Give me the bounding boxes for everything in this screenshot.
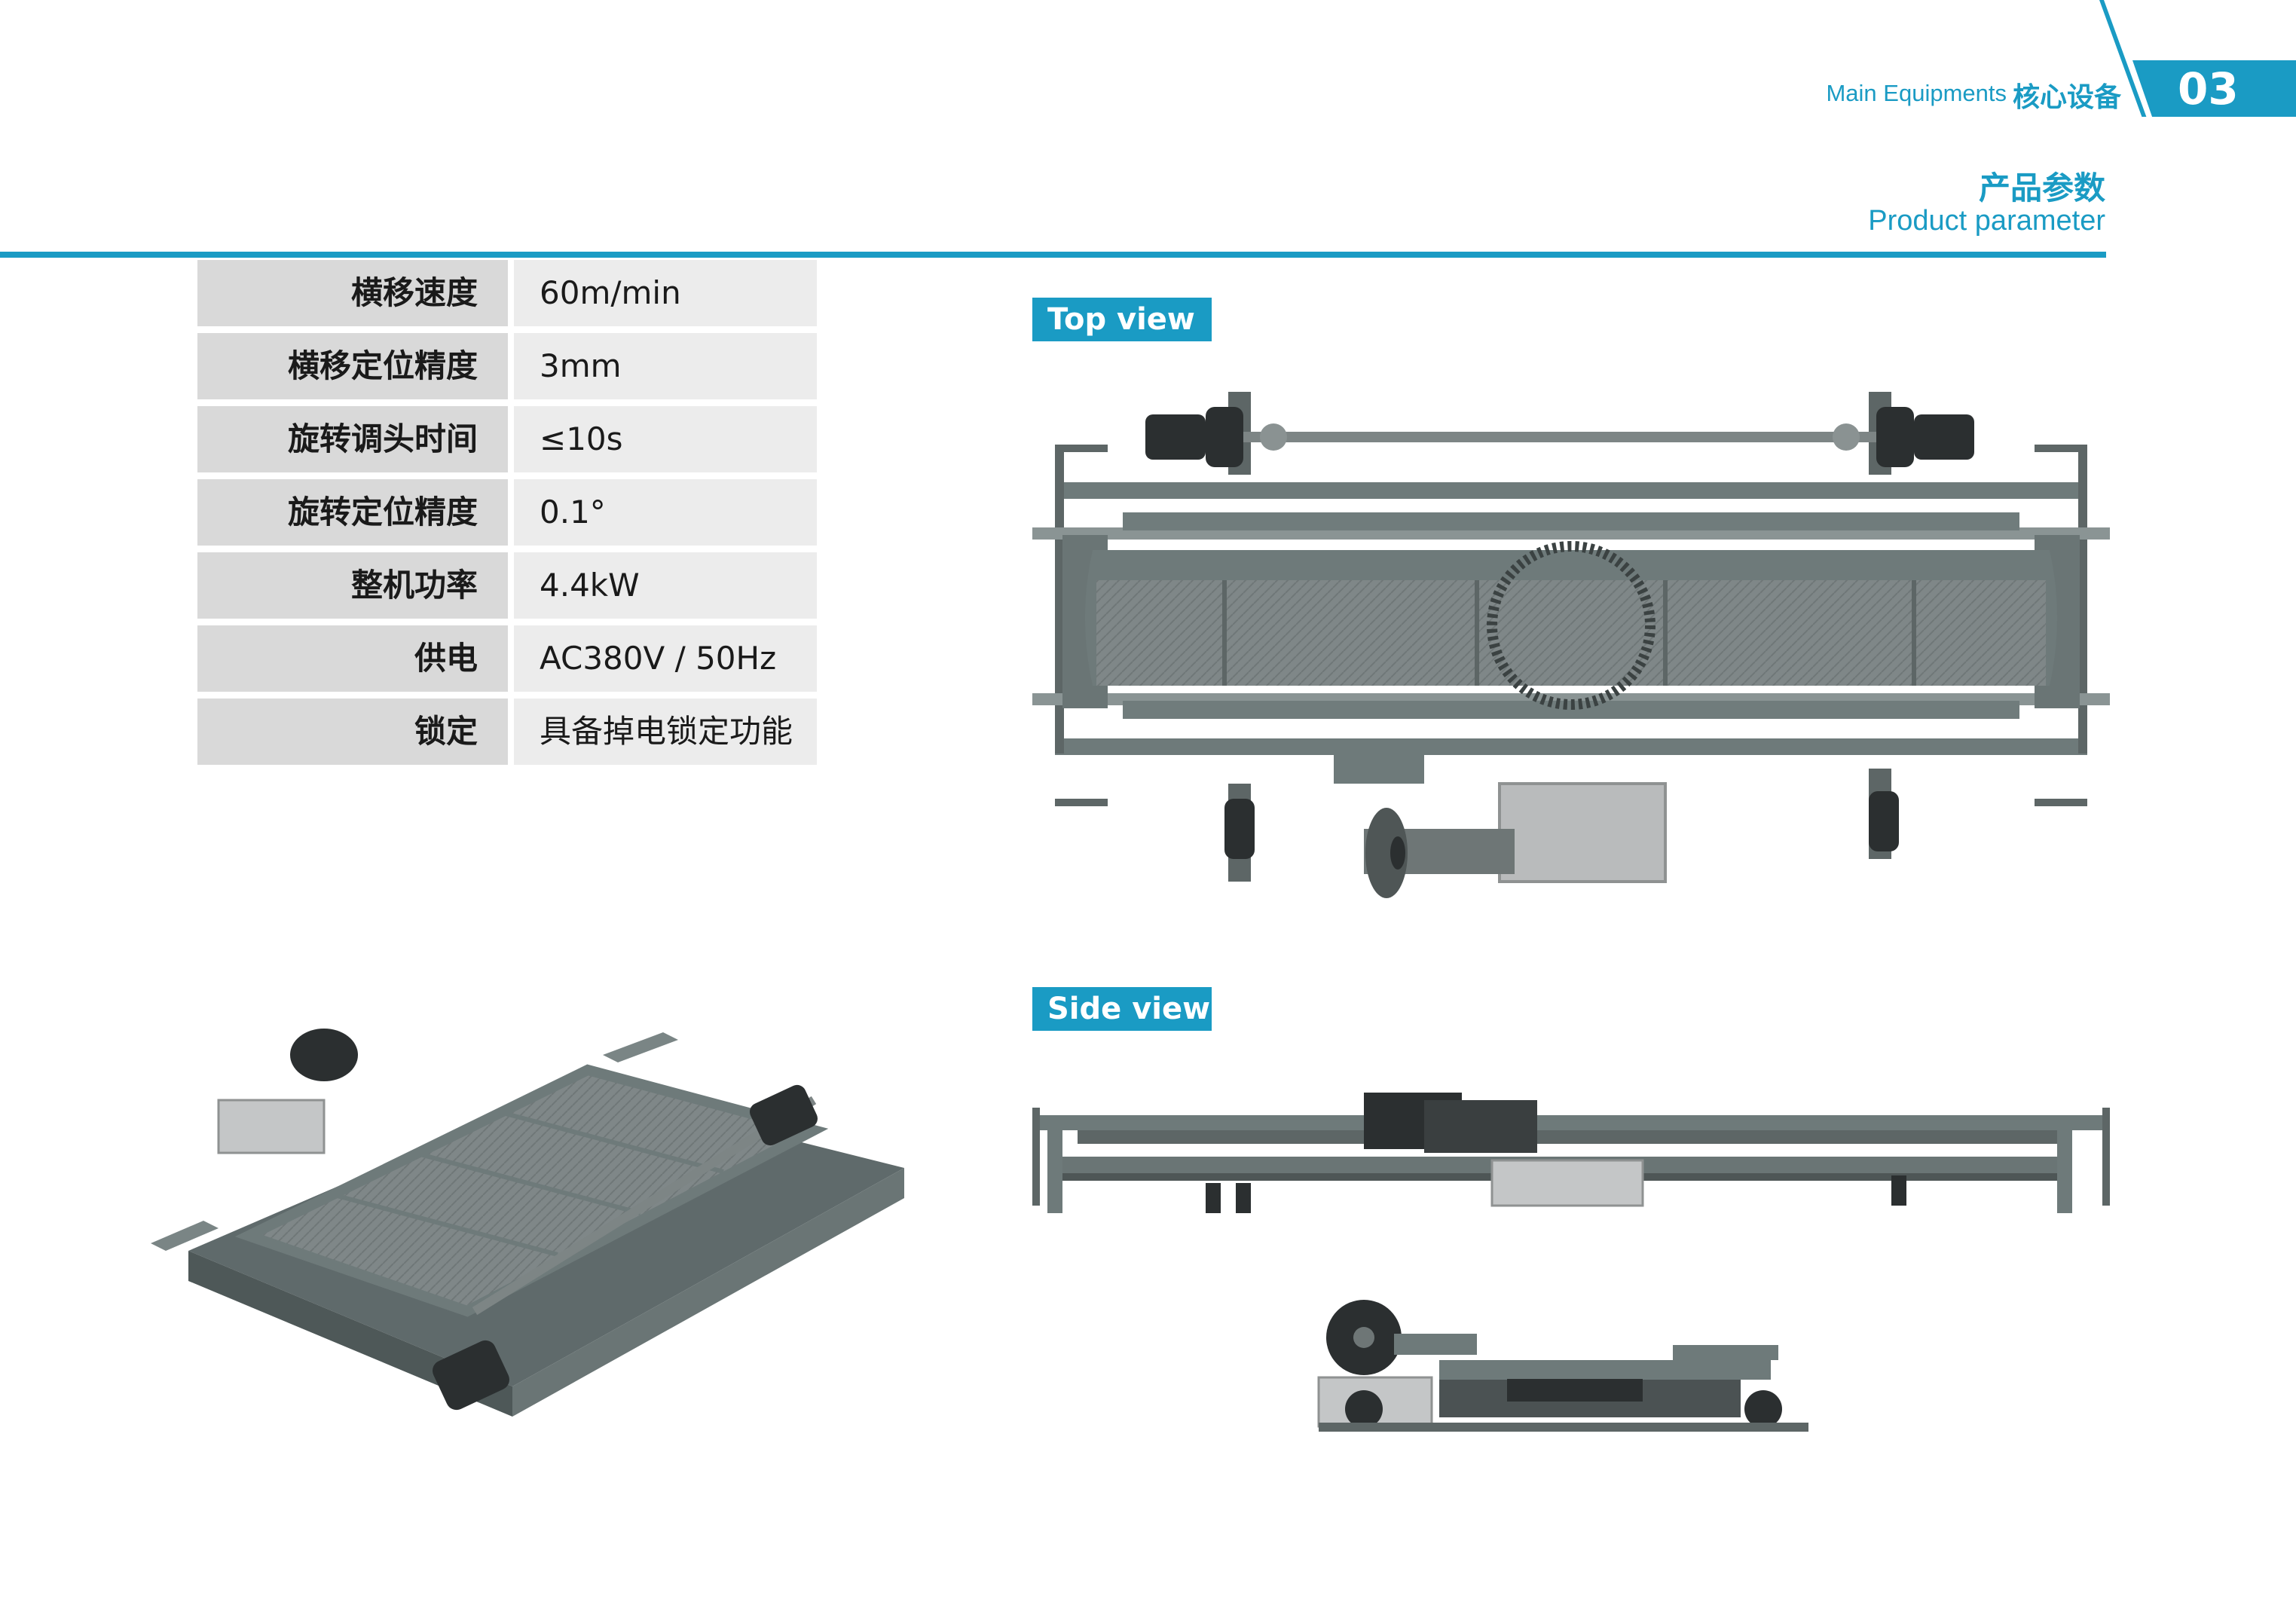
top-view-drawing (1032, 392, 2110, 898)
top-view-label: Top view (1032, 298, 1212, 341)
page-number: 03 (2178, 63, 2239, 115)
param-value: 具备掉电锁定功能 (514, 699, 817, 765)
param-value: 4.4kW (514, 552, 817, 619)
param-row: 横移定位精度 3mm (197, 333, 817, 399)
side-view-drawing (1032, 1093, 2110, 1213)
param-name: 旋转定位精度 (197, 479, 508, 546)
page-title-en: Product parameter (1868, 205, 2105, 237)
param-value: ≤10s (514, 406, 817, 472)
side-view-detail-drawing (1317, 1300, 1808, 1432)
section-title-en: Main Equipments (1826, 80, 2007, 106)
parameter-table: 横移速度 60m/min 横移定位精度 3mm 旋转调头时间 ≤10s 旋转定位… (197, 260, 817, 772)
param-row: 锁定 具备掉电锁定功能 (197, 699, 817, 765)
param-name: 锁定 (197, 699, 508, 765)
param-row: 整机功率 4.4kW (197, 552, 817, 619)
param-row: 供电 AC380V / 50Hz (197, 625, 817, 692)
param-name: 整机功率 (197, 552, 508, 619)
param-value: AC380V / 50Hz (514, 625, 817, 692)
param-value: 3mm (514, 333, 817, 399)
param-name: 横移定位精度 (197, 333, 508, 399)
header-divider (0, 252, 2106, 258)
param-name: 横移速度 (197, 260, 508, 326)
page-number-tab (2132, 60, 2296, 117)
section-title-cn: 核心设备 (2012, 82, 2121, 113)
param-value: 60m/min (514, 260, 817, 326)
param-row: 旋转调头时间 ≤10s (197, 406, 817, 472)
param-row: 旋转定位精度 0.1° (197, 479, 817, 546)
side-view-label: Side view (1032, 987, 1212, 1031)
isometric-view-drawing (151, 1029, 904, 1417)
param-value: 0.1° (514, 479, 817, 546)
param-row: 横移速度 60m/min (197, 260, 817, 326)
page-title-cn: 产品参数 (1978, 170, 2105, 206)
param-name: 旋转调头时间 (197, 406, 508, 472)
param-name: 供电 (197, 625, 508, 692)
